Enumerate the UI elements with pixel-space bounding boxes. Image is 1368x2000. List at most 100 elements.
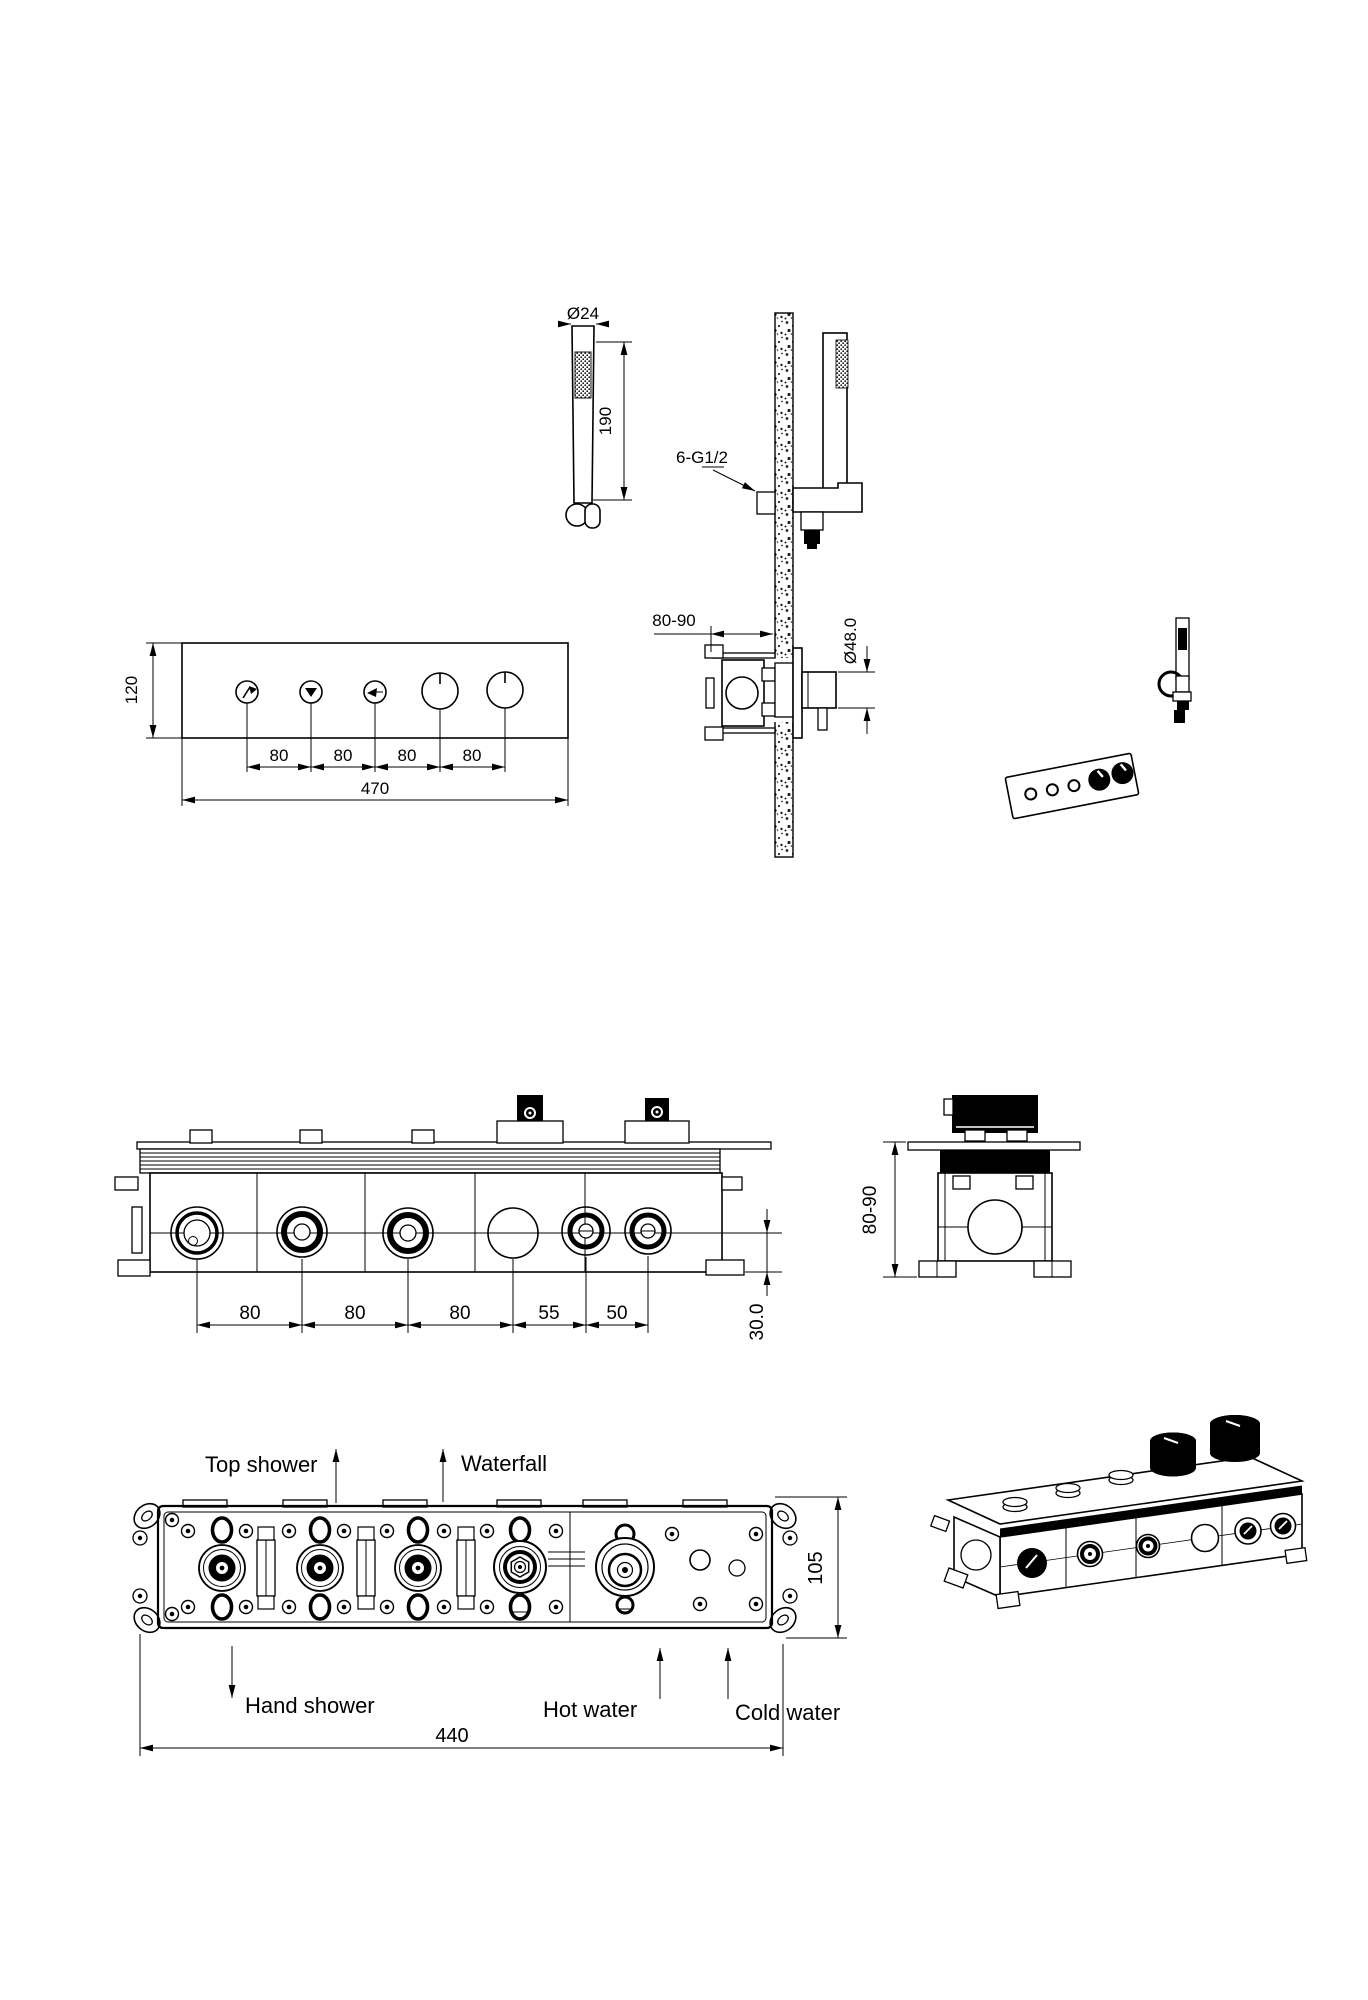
hose-elbow-cap [804, 530, 820, 544]
body-dividers [150, 1173, 722, 1272]
wall-sleeve [774, 662, 794, 718]
view-wall-section: 80-90 Ø48.0 [652, 611, 875, 741]
mini-elbow-bottom [1174, 710, 1185, 723]
knob-section [801, 671, 837, 709]
shower-head-icon [249, 686, 257, 694]
dim-label-knob-diameter: Ø48.0 [841, 618, 860, 664]
iso-knobs [1150, 1415, 1260, 1477]
iso-feet [929, 1514, 1308, 1610]
end-fin-band [940, 1150, 1050, 1173]
knob-base-1 [496, 1120, 564, 1144]
end-detail-circle [728, 1559, 746, 1577]
cartridge-volume [595, 1537, 655, 1597]
end-notch [952, 1175, 971, 1190]
label-hot-water: Hot water [543, 1697, 637, 1722]
mini-knob-mark [1119, 763, 1127, 772]
valve-body-section [721, 659, 765, 727]
left-ear [114, 1176, 139, 1191]
cartridge-thermostat [493, 1540, 547, 1594]
view-wall-elevation: 6-G1/2 [676, 312, 863, 858]
chain-ext-lines [196, 1256, 649, 1333]
label-top-shower: Top shower [205, 1452, 318, 1477]
dim-label-spacing: 80 [449, 1303, 470, 1324]
iso-left-port [960, 1539, 992, 1571]
port-circle-bottom [615, 1595, 635, 1615]
leader-arrow [712, 469, 756, 492]
dim-label-end-depth: 80-90 [860, 1186, 881, 1235]
dim-label-depth: 80-90 [652, 611, 695, 630]
dim-label-spacing: 80 [334, 746, 353, 765]
mini-wand-lower [1175, 675, 1190, 693]
dim-label-spacing: 50 [606, 1303, 627, 1324]
iso-fin-band [1000, 1486, 1302, 1537]
side-ports [170, 1206, 672, 1260]
end-notch [1015, 1175, 1034, 1190]
button-icon-1 [242, 686, 251, 699]
end-bore [967, 1199, 1023, 1255]
knob-foot [964, 1129, 986, 1142]
rough-body-inner [163, 1511, 767, 1623]
knob-2-ring [651, 1106, 663, 1118]
wall-outlet-flange [756, 491, 776, 515]
view-hand-shower-front: Ø24 190 [558, 304, 632, 529]
view-trim-panel: 120 80 80 80 80 470 [122, 642, 569, 806]
cartridge-waterfall [394, 1544, 442, 1592]
corner-lugs [132, 1502, 798, 1634]
top-tab [189, 1129, 213, 1144]
rough-body-outline [156, 1504, 774, 1630]
knob-2 [645, 1098, 669, 1121]
left-foot [117, 1259, 151, 1277]
knob-lever [817, 707, 828, 731]
view-body-end: 80-90 [860, 1095, 1081, 1278]
dim-label-handshower-diameter: Ø24 [567, 304, 599, 323]
bracket-plate [705, 677, 715, 709]
dim-label-spacing: 80 [270, 746, 289, 765]
left-bracket-bar [131, 1206, 143, 1254]
iso-top-caps [1002, 1469, 1134, 1513]
view-mini-panel [1004, 752, 1140, 820]
port-oval [210, 1593, 234, 1621]
label-waterfall: Waterfall [461, 1451, 547, 1476]
end-knob-ear [943, 1098, 954, 1116]
link-bar [256, 1526, 276, 1610]
trim-plate-section [792, 647, 803, 739]
dim-label-spacing: 80 [344, 1303, 365, 1324]
hose-elbow [800, 511, 824, 531]
mini-spray-band [1178, 628, 1187, 650]
shower-holder-arm [792, 482, 863, 513]
spray-face-side [835, 339, 849, 389]
knob-foot [1006, 1129, 1028, 1142]
wall-strip [774, 312, 794, 858]
mini-knob-mark [1096, 770, 1104, 778]
dim-label-handshower-length: 190 [596, 407, 615, 435]
dim-label-rough-width: 440 [435, 1725, 468, 1747]
waterfall-icon [305, 688, 317, 697]
cartridge-hand-shower [198, 1544, 246, 1592]
hose-elbow-tip [807, 544, 817, 549]
thread-callout-label: 6-G1/2 [676, 448, 728, 467]
clip-top [761, 667, 776, 682]
bracket-ear-top [704, 644, 724, 659]
knob-2-dot [655, 1110, 659, 1114]
bracket-ear-bottom [704, 726, 724, 741]
port-oval [406, 1593, 430, 1621]
mini-holder [1172, 691, 1192, 702]
mini-button [1067, 779, 1081, 793]
knob-1-ring [524, 1107, 536, 1119]
right-foot [705, 1259, 745, 1276]
dim-label-spacing: 80 [463, 746, 482, 765]
knob-1-dot [528, 1111, 532, 1115]
view-small-hand-shower [1157, 617, 1192, 723]
cartridge-top-shower [296, 1544, 344, 1592]
end-plate [907, 1141, 1081, 1151]
clip-bottom [761, 702, 776, 717]
view-isometric [929, 1415, 1308, 1610]
iso-front-ports [1017, 1512, 1297, 1578]
dim-label-rough-height: 105 [805, 1551, 827, 1584]
fin-lines [140, 1152, 720, 1170]
label-hand-shower: Hand shower [245, 1693, 375, 1718]
top-tab [299, 1129, 323, 1144]
top-tab [411, 1129, 435, 1144]
